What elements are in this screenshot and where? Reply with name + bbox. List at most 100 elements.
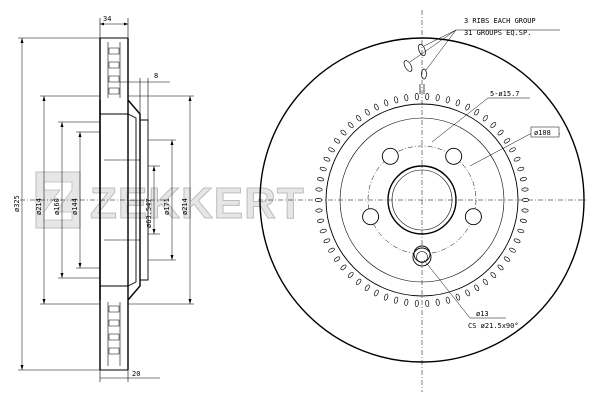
vent-rib bbox=[425, 299, 430, 307]
vent-rib bbox=[374, 289, 379, 297]
brand-watermark: ZEKKERT bbox=[35, 171, 305, 229]
vent-rib bbox=[465, 289, 470, 297]
vent-rib bbox=[519, 177, 527, 182]
bolt-holes bbox=[362, 147, 482, 263]
locating-hole-countersink bbox=[412, 247, 432, 267]
vent-rib bbox=[364, 109, 370, 116]
vent-rib bbox=[519, 218, 527, 223]
dia-hat: ø160 bbox=[53, 198, 61, 215]
vent-rib bbox=[474, 284, 480, 291]
vent-rib bbox=[394, 296, 399, 304]
rib-detail-marks bbox=[403, 43, 427, 94]
vent-rib bbox=[374, 103, 379, 111]
vent-rib bbox=[314, 198, 323, 202]
vent-rib bbox=[521, 198, 530, 202]
vent-rib bbox=[455, 99, 461, 107]
bolt-circle-label: ø108 bbox=[534, 129, 551, 137]
hat-outer-circle bbox=[325, 103, 519, 297]
vent-rib bbox=[414, 93, 419, 101]
vent-rib bbox=[319, 166, 327, 172]
vent-rib bbox=[435, 94, 440, 102]
ribs-note-line2: 31 GROUPS EQ.SP. bbox=[464, 29, 531, 37]
bolt-hole bbox=[381, 147, 399, 165]
vent-rib bbox=[340, 129, 347, 136]
locating-hole bbox=[416, 251, 428, 263]
brand-watermark-text: ZEKKERT bbox=[90, 179, 305, 228]
dim-hat-offset: 8 bbox=[154, 72, 158, 80]
vent-rib bbox=[497, 129, 504, 136]
side-section-view: 34 8 20 bbox=[13, 15, 194, 382]
vent-rib bbox=[317, 218, 325, 223]
bolt-hole bbox=[445, 147, 463, 165]
dim-bottom-width: 20 bbox=[132, 370, 140, 378]
dia-hat-outer: ø171 bbox=[163, 198, 171, 215]
vent-rib bbox=[355, 278, 362, 285]
vent-rib bbox=[503, 138, 511, 144]
disc-outer-edge bbox=[259, 37, 585, 363]
vent-rib bbox=[435, 298, 440, 306]
diameter-dimension-lines bbox=[18, 37, 194, 371]
vent-slots bbox=[108, 47, 120, 355]
vent-rib bbox=[315, 187, 323, 192]
vent-rib bbox=[513, 156, 521, 162]
vent-rib bbox=[347, 272, 354, 278]
vent-rib bbox=[445, 296, 450, 304]
dim-top-width: 34 bbox=[103, 15, 111, 23]
vent-rib bbox=[364, 284, 370, 291]
bolt-holes-label: 5-ø15.7 bbox=[490, 90, 520, 98]
diameter-arrows bbox=[20, 38, 192, 370]
front-view: 3 RIBS EACH GROUP 31 GROUPS EQ.SP. 5-ø15… bbox=[258, 10, 586, 392]
vent-rib bbox=[490, 272, 497, 278]
dia-outer: ø325 bbox=[13, 195, 21, 212]
vent-rib bbox=[513, 238, 521, 244]
bolt-hole bbox=[362, 208, 380, 226]
vent-rib bbox=[455, 293, 461, 301]
vent-rib bbox=[319, 228, 327, 234]
vent-rib bbox=[323, 238, 331, 244]
vent-rib bbox=[509, 247, 516, 253]
vent-rib-ring bbox=[314, 93, 530, 307]
bolt-hole bbox=[413, 245, 431, 263]
vent-rib bbox=[328, 247, 335, 253]
vent-rib bbox=[445, 96, 450, 104]
vent-rib bbox=[333, 256, 341, 262]
vent-rib bbox=[465, 103, 470, 111]
vent-rib bbox=[347, 122, 354, 128]
vent-rib bbox=[333, 138, 341, 144]
leader-lines bbox=[409, 29, 560, 319]
vent-rib bbox=[509, 147, 516, 153]
vent-rib bbox=[404, 94, 409, 102]
vent-rib bbox=[474, 109, 480, 116]
dia-friction-inner-b: ø214 bbox=[181, 198, 189, 215]
dia-hub-mid: ø144 bbox=[71, 198, 79, 215]
vent-rib bbox=[315, 208, 323, 213]
vent-rib bbox=[517, 228, 525, 234]
small-hole-label: ø13 bbox=[476, 310, 489, 318]
center-bore bbox=[387, 165, 457, 235]
dia-friction-inner-a: ø214 bbox=[35, 198, 43, 215]
vent-rib bbox=[340, 264, 347, 271]
vent-rib bbox=[394, 96, 399, 104]
vent-rib bbox=[521, 187, 529, 192]
vent-rib bbox=[517, 166, 525, 172]
vent-rib bbox=[317, 177, 325, 182]
vent-rib bbox=[414, 299, 419, 307]
vent-rib bbox=[355, 115, 362, 122]
vent-rib bbox=[503, 256, 511, 262]
countersink-label: CS ø21.5x90° bbox=[468, 322, 519, 330]
vent-rib bbox=[482, 115, 489, 122]
hat-inner-circle bbox=[339, 117, 505, 283]
vent-rib bbox=[404, 298, 409, 306]
vent-rib bbox=[328, 147, 335, 153]
ribs-note-line1: 3 RIBS EACH GROUP bbox=[464, 17, 536, 25]
dia-center-bore: ø63.547 bbox=[145, 198, 153, 228]
bolt-hole bbox=[464, 208, 482, 226]
vent-rib bbox=[383, 293, 389, 301]
vent-rib bbox=[482, 278, 489, 285]
vent-rib bbox=[521, 208, 529, 213]
vent-rib bbox=[323, 156, 331, 162]
vent-rib bbox=[490, 122, 497, 128]
vent-rib bbox=[383, 99, 389, 107]
vent-rib bbox=[497, 264, 504, 271]
